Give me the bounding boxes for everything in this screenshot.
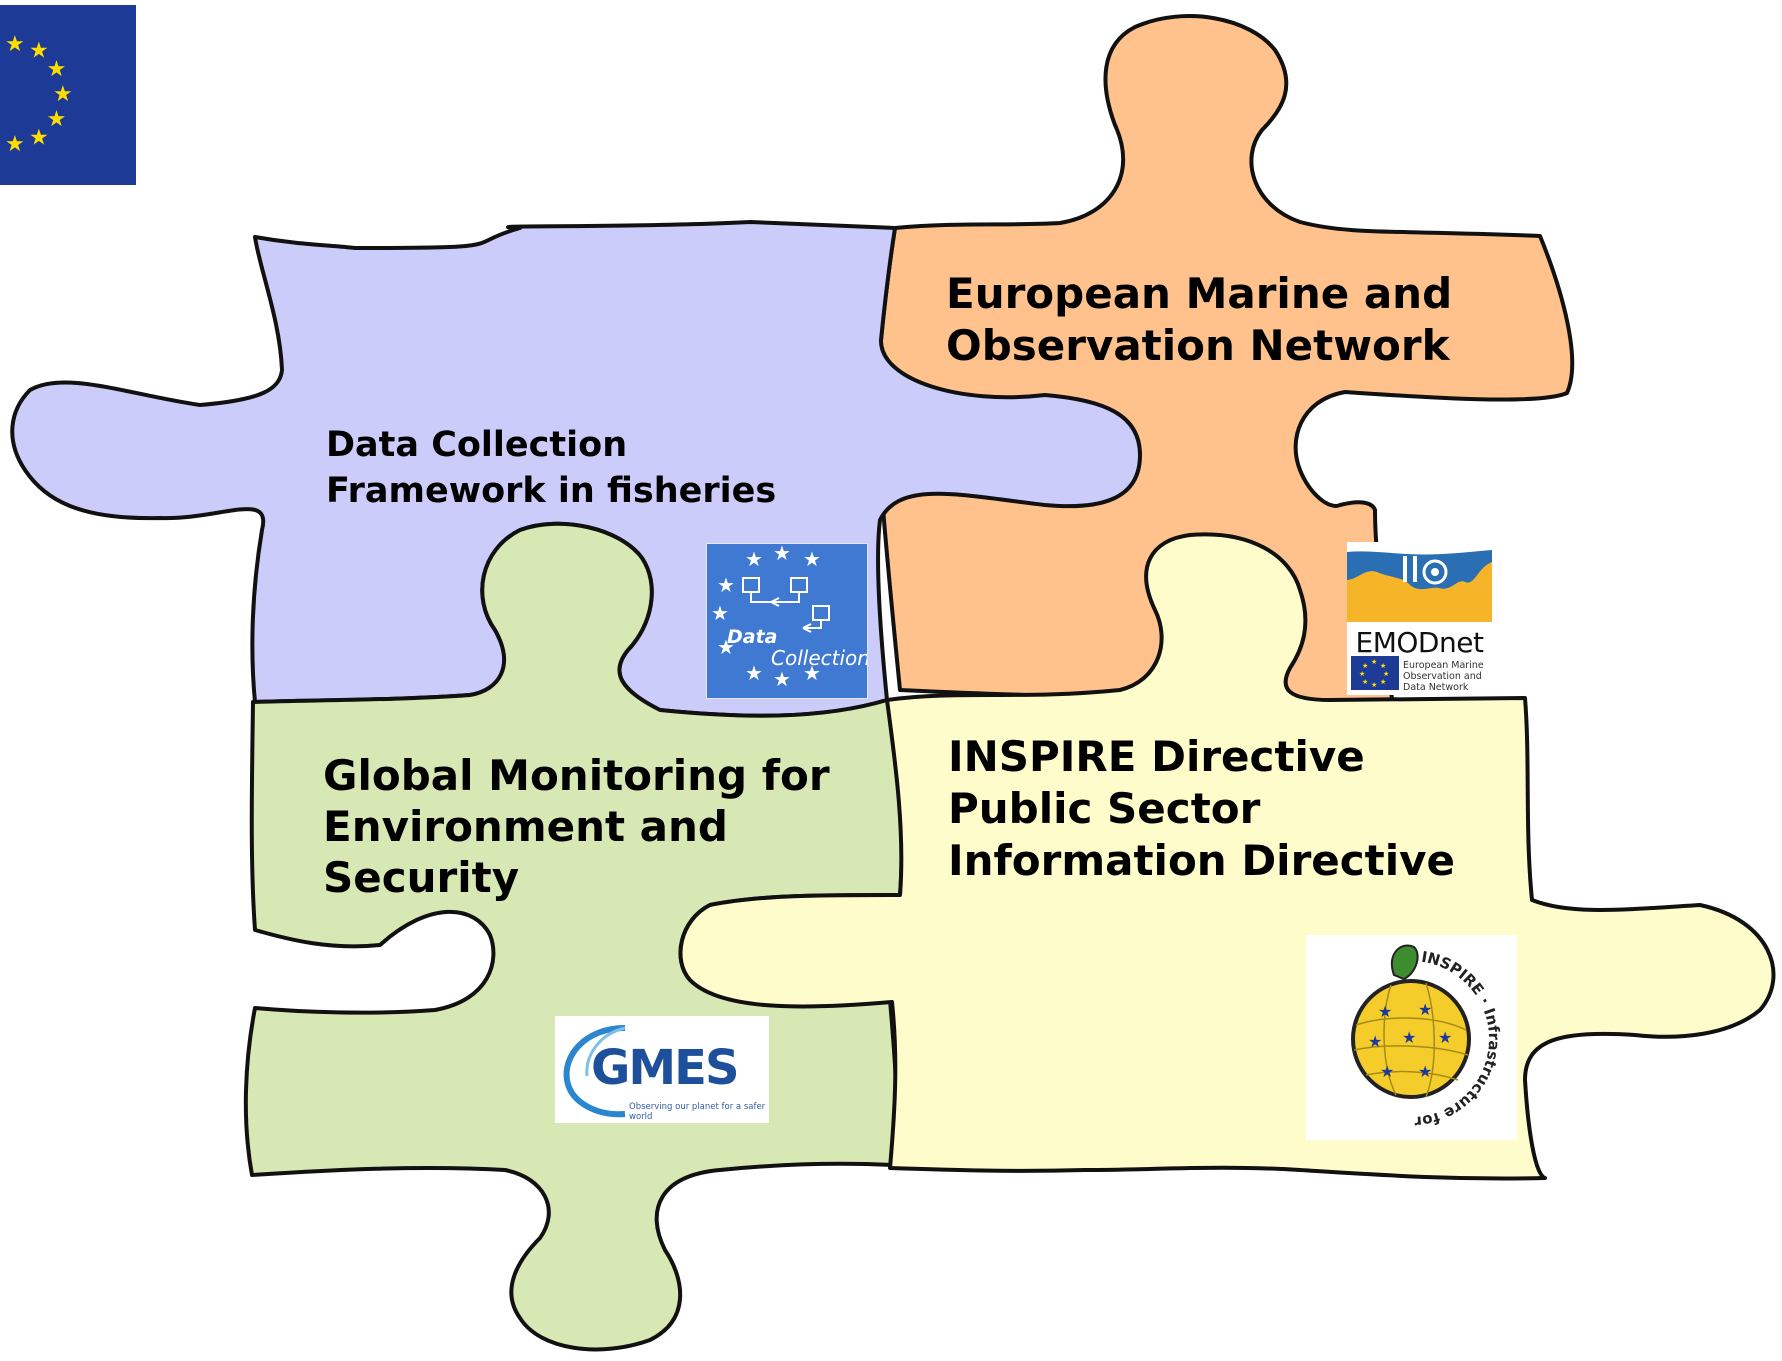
emodnet-graphic: ★★★ ★★★ ★★ [1347, 542, 1492, 690]
svg-text:★: ★ [1418, 1062, 1432, 1081]
svg-text:★: ★ [717, 635, 735, 659]
inspire-line-1: INSPIRE Directive [948, 732, 1365, 781]
svg-text:★: ★ [711, 601, 729, 625]
gmes-line-1: Global Monitoring for [323, 751, 830, 800]
data-collection-line-2: Framework in fisheries [326, 471, 777, 511]
gmes-swoosh [563, 1025, 626, 1118]
gmes-line-3: Security [323, 853, 520, 902]
inspire-line-3: Information Directive [948, 836, 1456, 885]
svg-text:★: ★ [1371, 681, 1377, 689]
svg-text:★: ★ [1368, 1032, 1382, 1051]
data-collection-graphic: ★ ★ ★ ★ ★ ★ ★ ★ ★ [711, 544, 830, 691]
gmes-piece [243, 521, 904, 1352]
emodnet-logo: ★★★ ★★★ ★★ EMODnet European Marine Obser… [1347, 542, 1492, 695]
emodnet-logo-subtitle-3: Data Network [1403, 682, 1469, 693]
svg-text:★: ★ [1359, 670, 1365, 678]
svg-text:★: ★ [1378, 1002, 1392, 1021]
inspire-line-2: Public Sector [948, 784, 1261, 833]
gmes-logo: GMES Observing our planet for a safer wo… [555, 1016, 769, 1123]
data-collection-logo-word-1: Data [727, 626, 778, 648]
gmes-label: Global Monitoring for Environment and Se… [323, 750, 830, 903]
data-collection-logo: ★ ★ ★ ★ ★ ★ ★ ★ ★ Data Collection [706, 543, 868, 699]
data-collection-line-1: Data Collection [326, 425, 628, 465]
emodnet-line-2: Observation Network [946, 321, 1450, 370]
eu-star-ring: ★★★★★★★★★★★★ [0, 32, 73, 157]
emodnet-logo-subtitle-1: European Marine [1403, 660, 1484, 671]
svg-text:★: ★ [1362, 662, 1368, 670]
emodnet-label: European Marine and Observation Network [946, 268, 1452, 372]
svg-text:★: ★ [745, 661, 763, 685]
emodnet-piece [874, 14, 1575, 713]
eu-star-icon: ★ [5, 32, 25, 57]
gmes-line-2: Environment and [323, 802, 728, 851]
svg-text:★: ★ [1438, 1028, 1452, 1047]
gmes-logo-word: GMES [591, 1040, 740, 1096]
inspire-label: INSPIRE Directive Public Sector Informat… [948, 731, 1455, 887]
eu-star-icon: ★ [0, 39, 1, 64]
inspire-graphic: ★★★ ★★★ ★ INSPIRE · Infrastructure for S… [1298, 921, 1503, 1131]
svg-text:★: ★ [1418, 1000, 1432, 1019]
emodnet-logo-subtitle-2: Observation and [1403, 671, 1482, 682]
eu-star-icon: ★ [47, 57, 67, 82]
eu-star-icon: ★ [29, 39, 49, 64]
svg-text:★: ★ [1383, 670, 1389, 678]
emodnet-logo-title: EMODnet [1355, 626, 1484, 659]
eu-star-icon: ★ [53, 82, 73, 107]
svg-text:★: ★ [1380, 1062, 1394, 1081]
eu-star-icon: ★ [47, 107, 67, 132]
emodnet-line-1: European Marine and [946, 269, 1453, 318]
svg-text:★: ★ [717, 573, 735, 597]
gmes-logo-tagline: Observing our planet for a safer world [629, 1102, 766, 1122]
svg-text:★: ★ [1371, 658, 1377, 666]
svg-text:★: ★ [803, 547, 821, 571]
emodnet-logo-subtitle: European Marine Observation and Data Net… [1403, 660, 1484, 693]
svg-text:★: ★ [1380, 678, 1386, 686]
svg-text:★: ★ [773, 667, 791, 691]
svg-text:★: ★ [745, 547, 763, 571]
eu-flag-icon: ★★★★★★★★★★★★ [0, 5, 136, 185]
svg-text:★: ★ [1362, 678, 1368, 686]
eu-star-icon: ★ [0, 125, 1, 150]
svg-text:★: ★ [773, 544, 791, 565]
svg-text:★: ★ [1402, 1028, 1416, 1047]
eu-stars: ★★★★★★★★★★★★ [0, 32, 73, 157]
svg-text:★: ★ [803, 661, 821, 685]
eu-star-icon: ★ [5, 132, 25, 157]
data-collection-logo-word-2: Collection [771, 646, 868, 670]
svg-text:★: ★ [1380, 662, 1386, 670]
eu-star-icon: ★ [29, 125, 49, 150]
inspire-logo: ★★★ ★★★ ★ INSPIRE · Infrastructure for S… [1298, 921, 1517, 1140]
data-collection-label: Data Collection Framework in fisheries [326, 422, 776, 514]
